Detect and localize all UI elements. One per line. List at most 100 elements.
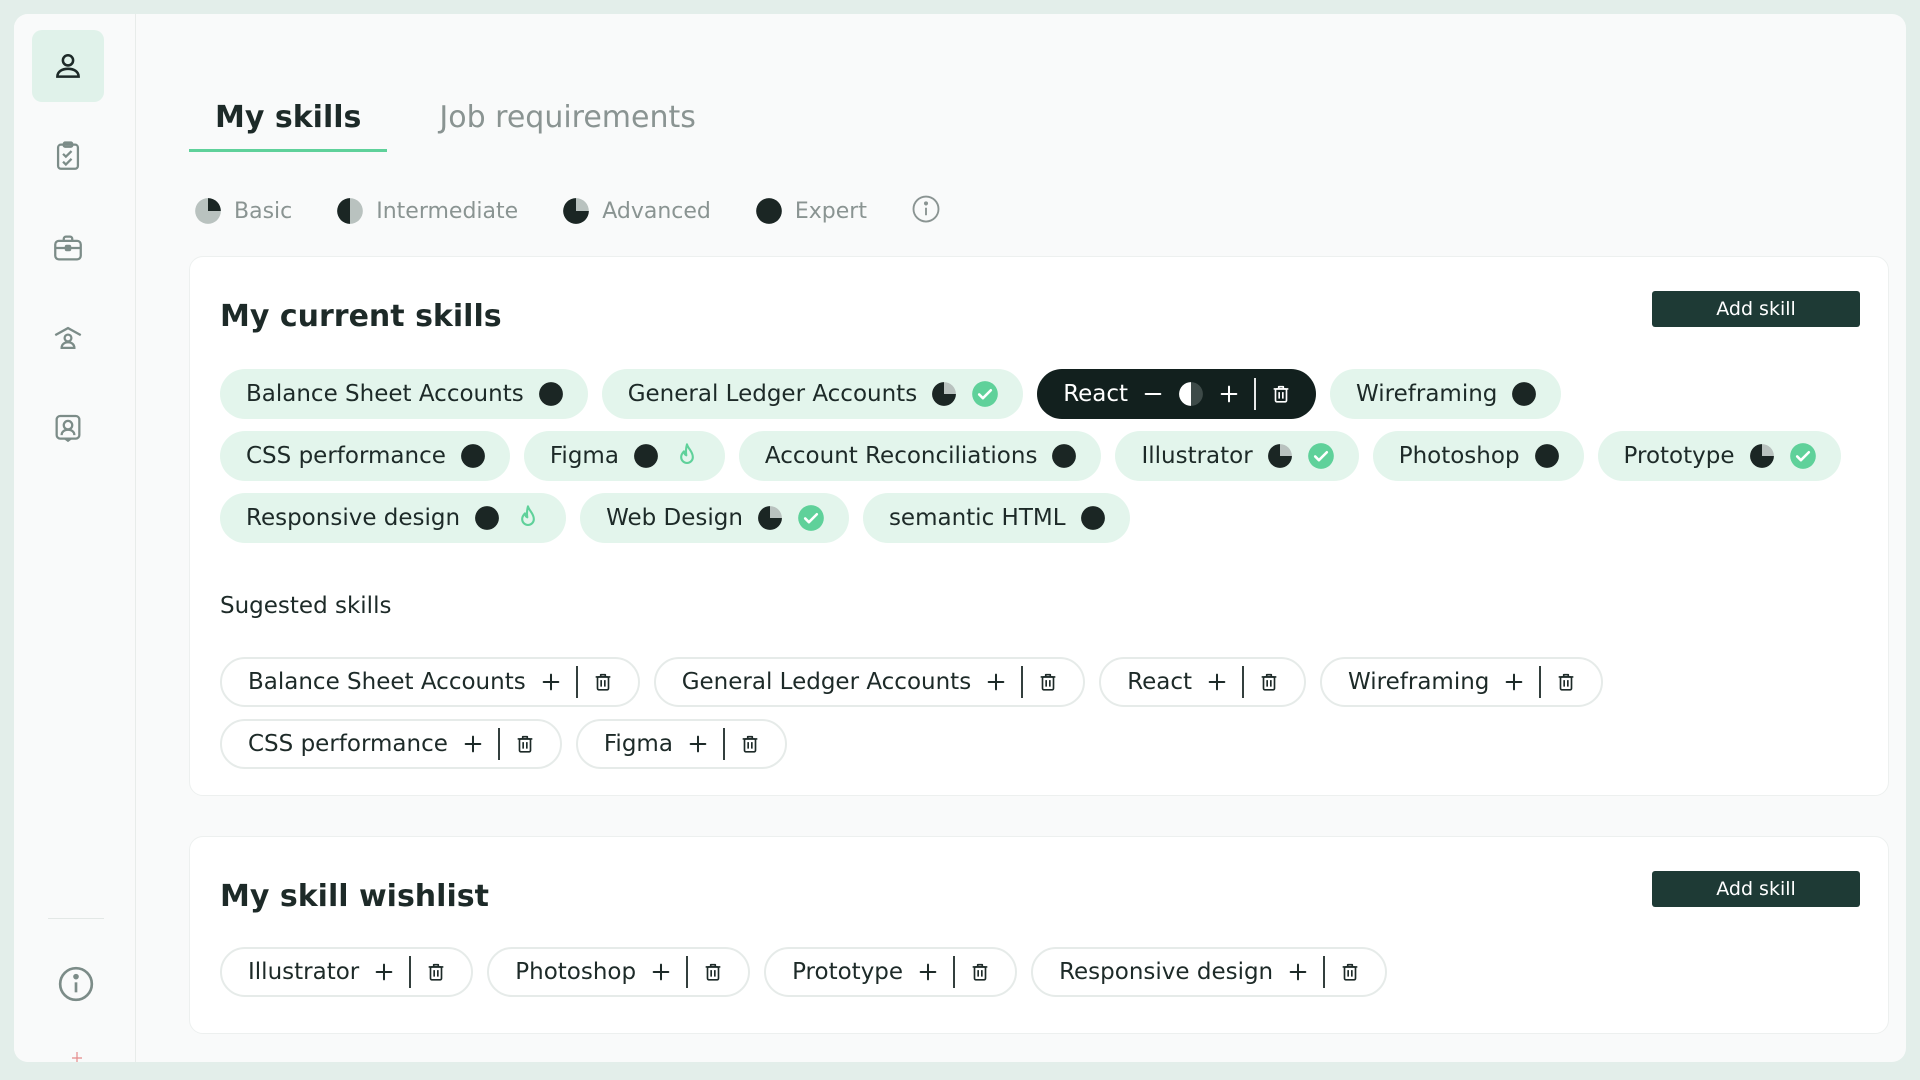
wishlist-card: My skill wishlist Add skill Illustrator P… bbox=[189, 836, 1889, 1034]
skill-chip-illustrator[interactable]: Illustrator bbox=[1115, 431, 1359, 481]
trash-icon bbox=[1261, 673, 1277, 691]
skill-chip-illustrator[interactable]: Illustrator bbox=[220, 947, 474, 997]
add-skill-icon-button[interactable] bbox=[687, 733, 709, 755]
skill-name: Wireframing bbox=[1348, 669, 1490, 695]
plus-icon bbox=[1289, 963, 1307, 981]
wishlist-title: My skill wishlist bbox=[220, 879, 489, 914]
add-skill-icon-button[interactable] bbox=[462, 733, 484, 755]
delete-skill-button[interactable] bbox=[1339, 961, 1361, 983]
skill-chip-figma[interactable]: Figma bbox=[575, 719, 787, 769]
verified-check-icon bbox=[798, 505, 824, 531]
current-skills-card: My current skills Add skill Balance Shee… bbox=[189, 256, 1889, 796]
skill-name: React bbox=[1063, 381, 1129, 407]
level-expert-icon bbox=[1080, 506, 1105, 530]
add-skill-icon-button[interactable] bbox=[373, 961, 395, 983]
delete-skill-button[interactable] bbox=[1037, 671, 1059, 693]
level-expert-icon bbox=[1512, 382, 1537, 406]
skill-chip-responsive-design[interactable]: Responsive design bbox=[220, 493, 567, 543]
chip-separator bbox=[1254, 378, 1257, 410]
app-window: My skills Job requirements Basic Interme… bbox=[14, 14, 1906, 1062]
delete-skill-button[interactable] bbox=[702, 961, 724, 983]
user-icon bbox=[56, 53, 80, 78]
delete-skill-button[interactable] bbox=[425, 961, 447, 983]
skill-name: Web Design bbox=[606, 505, 743, 531]
legend-info-button[interactable] bbox=[911, 194, 941, 228]
level-expert-icon bbox=[634, 444, 658, 468]
skill-chip-account-reconciliations[interactable]: Account Reconciliations bbox=[738, 431, 1102, 481]
nav-jobs[interactable] bbox=[32, 212, 104, 284]
skill-name: CSS performance bbox=[246, 443, 446, 469]
level-expert-icon bbox=[1534, 444, 1559, 468]
add-skill-icon-button[interactable] bbox=[917, 961, 939, 983]
trash-icon bbox=[1559, 673, 1574, 691]
plus-icon bbox=[987, 673, 1005, 691]
nav-mentoring[interactable] bbox=[32, 302, 104, 374]
skill-chip-photoshop[interactable]: Photoshop bbox=[487, 947, 751, 997]
nav-badges[interactable] bbox=[32, 392, 104, 464]
skill-chip-react[interactable]: React bbox=[1099, 657, 1307, 707]
skill-chip-semantic-html[interactable]: semantic HTML bbox=[862, 493, 1130, 543]
delete-skill-button[interactable] bbox=[739, 733, 761, 755]
delete-skill-button[interactable] bbox=[592, 671, 614, 693]
skill-chip-prototype[interactable]: Prototype bbox=[764, 947, 1018, 997]
nav-assessments[interactable] bbox=[32, 120, 104, 192]
info-icon bbox=[912, 195, 940, 223]
delete-skill-button[interactable] bbox=[514, 733, 536, 755]
skill-chip-css-performance[interactable]: CSS performance bbox=[220, 719, 562, 769]
add-skill-icon-button[interactable] bbox=[540, 671, 562, 693]
skill-name: CSS performance bbox=[248, 731, 448, 757]
skill-chip-wireframing[interactable]: Wireframing bbox=[1320, 657, 1604, 707]
skill-chip-responsive-design[interactable]: Responsive design bbox=[1031, 947, 1388, 997]
add-wishlist-skill-button[interactable]: Add skill bbox=[1652, 871, 1860, 907]
skill-chip-css-performance[interactable]: CSS performance bbox=[220, 431, 510, 481]
tab-my-skills[interactable]: My skills bbox=[189, 92, 388, 152]
skill-chip-general-ledger-accounts[interactable]: General Ledger Accounts bbox=[653, 657, 1086, 707]
add-skill-icon-button[interactable] bbox=[650, 961, 672, 983]
legend-expert: Expert bbox=[755, 197, 867, 225]
skill-name: Illustrator bbox=[248, 959, 360, 985]
delete-skill-button[interactable] bbox=[1270, 383, 1292, 405]
skill-chip-balance-sheet-accounts[interactable]: Balance Sheet Accounts bbox=[220, 369, 588, 419]
level-expert-icon bbox=[460, 444, 485, 468]
delete-skill-button[interactable] bbox=[1555, 671, 1577, 693]
legend-advanced: Advanced bbox=[562, 197, 711, 225]
add-skill-icon-button[interactable] bbox=[985, 671, 1007, 693]
sidebar bbox=[14, 14, 136, 1062]
skill-name: Balance Sheet Accounts bbox=[248, 669, 526, 695]
delete-skill-button[interactable] bbox=[1258, 671, 1280, 693]
add-skill-icon-button[interactable] bbox=[1287, 961, 1309, 983]
chip-separator bbox=[1539, 666, 1542, 698]
skill-chip-web-design[interactable]: Web Design bbox=[580, 493, 849, 543]
skill-chip-figma[interactable]: Figma bbox=[523, 431, 725, 481]
trash-icon bbox=[1342, 963, 1358, 981]
suggested-skills-list: Balance Sheet Accounts General Ledger Acc… bbox=[220, 657, 1860, 769]
skill-chip-react[interactable]: React bbox=[1037, 369, 1317, 419]
increase-level-button[interactable] bbox=[1218, 383, 1240, 405]
level-advanced-icon bbox=[1267, 444, 1292, 468]
plus-icon bbox=[689, 735, 707, 753]
clipboard-check-icon bbox=[56, 141, 80, 170]
add-skill-button[interactable]: Add skill bbox=[1652, 291, 1860, 327]
delete-skill-button[interactable] bbox=[969, 961, 991, 983]
tab-job-requirements[interactable]: Job requirements bbox=[439, 100, 696, 135]
decrease-level-button[interactable] bbox=[1142, 383, 1164, 405]
skill-chip-general-ledger-accounts[interactable]: General Ledger Accounts bbox=[601, 369, 1024, 419]
verified-check-icon bbox=[1789, 443, 1816, 469]
skill-name: Prototype bbox=[792, 959, 904, 985]
skill-chip-photoshop[interactable]: Photoshop bbox=[1372, 431, 1584, 481]
nav-info[interactable] bbox=[50, 958, 102, 1010]
skill-name: Responsive design bbox=[246, 505, 461, 531]
wishlist-skills-list: Illustrator Photoshop Prototype Responsive … bbox=[220, 947, 1860, 997]
plus-icon bbox=[1208, 673, 1226, 691]
add-skill-icon-button[interactable] bbox=[1206, 671, 1228, 693]
skill-chip-balance-sheet-accounts[interactable]: Balance Sheet Accounts bbox=[220, 657, 640, 707]
partial-icon bbox=[72, 1052, 82, 1062]
add-skill-icon-button[interactable] bbox=[1503, 671, 1525, 693]
briefcase-icon bbox=[54, 235, 82, 261]
current-skills-list: Balance Sheet Accounts General Ledger Acc… bbox=[220, 369, 1860, 543]
skill-name: Prototype bbox=[1623, 443, 1735, 469]
skill-chip-wireframing[interactable]: Wireframing bbox=[1330, 369, 1562, 419]
nav-profile[interactable] bbox=[32, 30, 104, 102]
skill-chip-prototype[interactable]: Prototype bbox=[1597, 431, 1841, 481]
sidebar-divider bbox=[48, 918, 104, 919]
